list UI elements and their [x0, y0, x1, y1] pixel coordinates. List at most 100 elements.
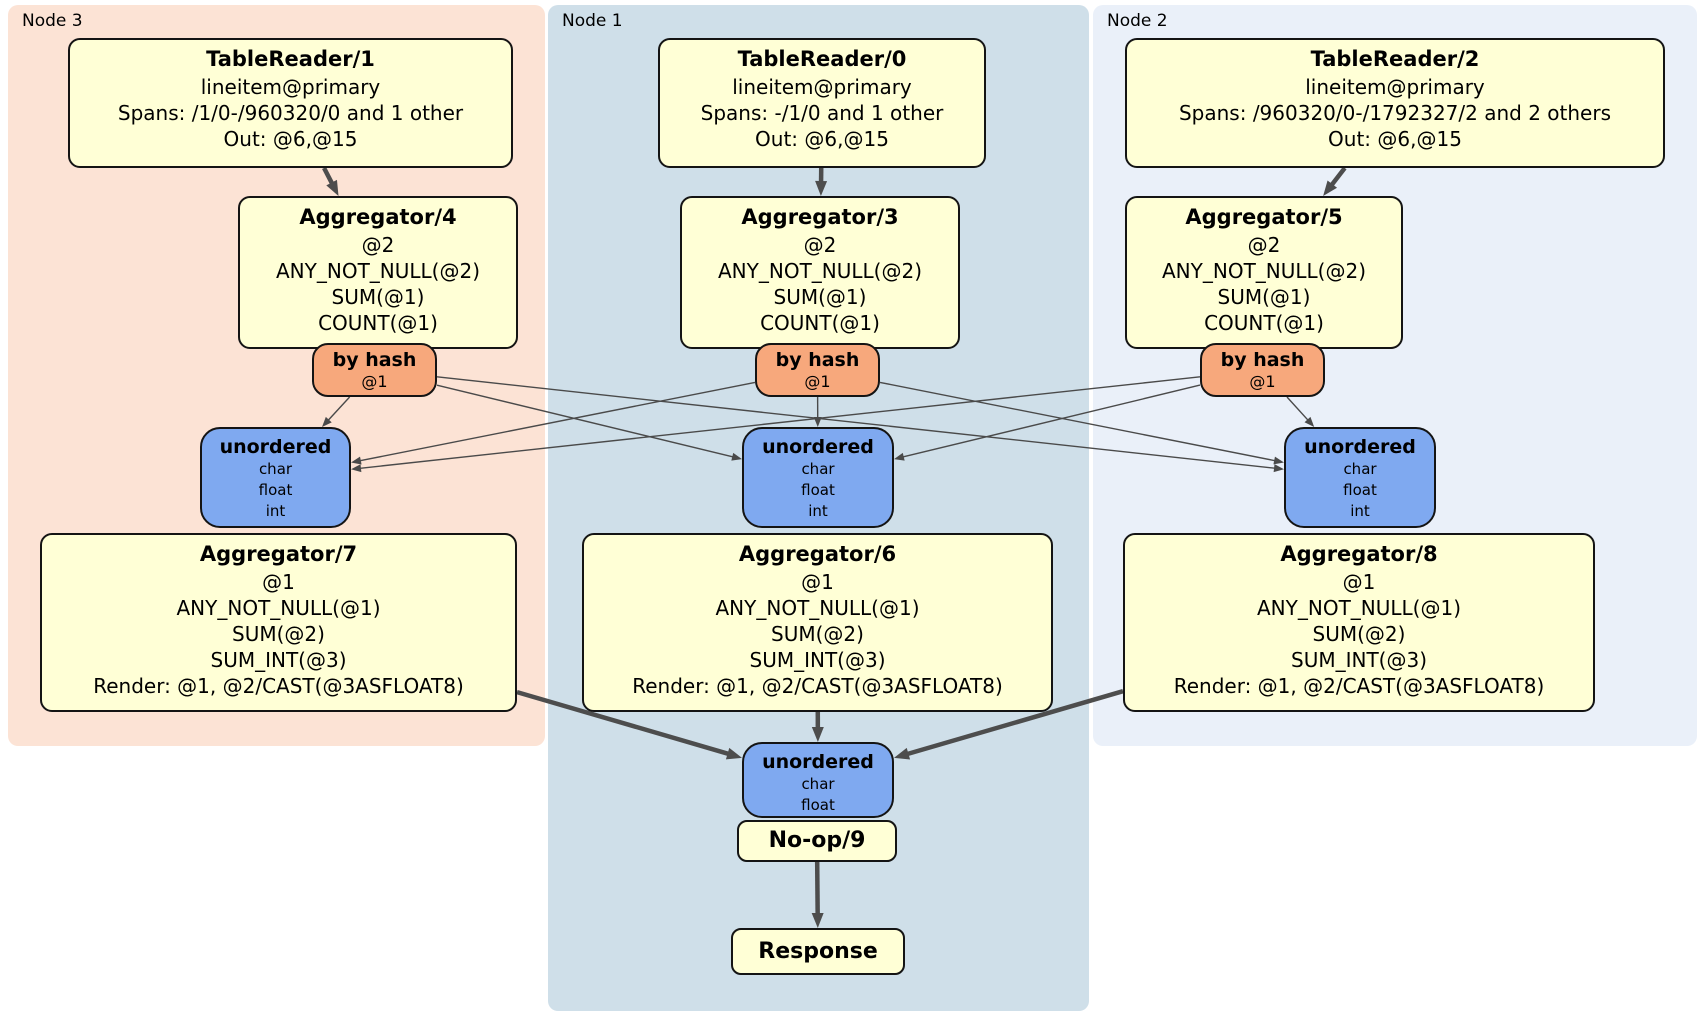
plan-node-response: Response	[731, 928, 905, 975]
plan-node-line: int	[1350, 502, 1370, 520]
plan-node-line: @2	[803, 233, 837, 257]
edge-aggregator-7-to-unordered-final	[516, 689, 731, 757]
plan-node-line: SUM(@2)	[771, 622, 864, 646]
plan-node-line: Spans: -/1/0 and 1 other	[700, 101, 944, 125]
plan-node-title: unordered	[762, 436, 874, 458]
plan-node-unordered-n1: unordered char float int	[742, 427, 894, 528]
plan-node-line: Render: @1, @2/CAST(@3ASFLOAT8)	[632, 674, 1003, 698]
plan-node-line: float	[801, 481, 835, 499]
plan-node-title: TableReader/2	[1310, 47, 1480, 71]
plan-node-line: COUNT(@1)	[1204, 311, 1324, 335]
plan-node-line: ANY_NOT_NULL(@1)	[176, 596, 381, 620]
plan-node-title: TableReader/1	[206, 47, 375, 71]
arrowhead-aggregator-7-to-unordered-final	[725, 747, 742, 760]
plan-node-line: Out: @6,@15	[223, 127, 358, 151]
plan-node-line: char	[801, 460, 835, 478]
edge-byhash-5-to-unordered-n3	[358, 376, 1201, 470]
edge-byhash-3-to-unordered-n2	[879, 381, 1277, 462]
plan-node-title: Aggregator/8	[1280, 542, 1438, 566]
plan-node-title: Aggregator/5	[1185, 205, 1343, 229]
region-label: Node 1	[562, 11, 623, 31]
plan-node-line: SUM(@2)	[232, 622, 325, 646]
plan-node-line: SUM_INT(@3)	[1291, 648, 1427, 672]
plan-node-line: ANY_NOT_NULL(@2)	[1162, 259, 1366, 283]
plan-node-title: Aggregator/7	[199, 542, 358, 566]
edge-byhash-4-to-unordered-n3	[326, 396, 351, 422]
plan-node-line: lineitem@primary	[1305, 75, 1485, 99]
plan-node-line: @1	[361, 372, 388, 391]
edge-tablereader-2-to-aggregator-5	[1329, 166, 1347, 188]
plan-node-byhash-4: by hash@1	[312, 343, 437, 397]
plan-node-byhash-3: by hash@1	[755, 343, 880, 397]
plan-node-line: Render: @1, @2/CAST(@3ASFLOAT8)	[1173, 674, 1545, 698]
plan-node-line: float	[801, 796, 835, 814]
plan-node-noop-9: No-op/9	[737, 820, 897, 862]
arrowhead-tablereader-2-to-aggregator-5	[1323, 180, 1338, 196]
plan-node-line: COUNT(@1)	[760, 311, 880, 335]
region-label: Node 3	[22, 11, 83, 31]
plan-node-line: @1	[1342, 570, 1376, 594]
plan-node-title: unordered	[1304, 436, 1416, 458]
arrowhead-byhash-4-to-unordered-n1	[731, 452, 742, 461]
plan-node-title: Response	[758, 938, 878, 964]
plan-node-line: SUM(@1)	[1217, 285, 1311, 309]
plan-node-line: ANY_NOT_NULL(@1)	[1257, 596, 1461, 620]
plan-node-line: @2	[361, 233, 395, 257]
plan-node-line: char	[258, 460, 293, 478]
plan-node-line: ANY_NOT_NULL(@2)	[276, 259, 480, 283]
plan-node-line: COUNT(@1)	[318, 311, 438, 335]
plan-node-line: SUM(@1)	[773, 285, 867, 309]
plan-node-line: @1	[801, 570, 834, 594]
plan-node-line: Spans: /960320/0-/1792327/2 and 2 others	[1178, 101, 1611, 125]
plan-node-line: Render: @1, @2/CAST(@3ASFLOAT8)	[93, 674, 464, 698]
plan-node-line: int	[808, 502, 828, 520]
arrowhead-byhash-5-to-unordered-n1	[894, 452, 905, 461]
plan-node-line: SUM_INT(@3)	[210, 648, 347, 672]
plan-node-title: by hash	[332, 349, 417, 371]
arrowhead-tablereader-0-to-aggregator-3	[815, 180, 828, 196]
arrowhead-byhash-3-to-unordered-n3	[351, 456, 362, 465]
plan-node-title: Aggregator/4	[299, 205, 457, 229]
plan-node-line: @1	[1249, 372, 1276, 391]
plan-node-line: ANY_NOT_NULL(@2)	[718, 259, 922, 283]
plan-node-title: by hash	[775, 349, 860, 371]
plan-node-line: Out: @6,@15	[755, 127, 889, 151]
edge-byhash-4-to-unordered-n2	[436, 376, 1277, 470]
edge-byhash-5-to-unordered-n1	[901, 384, 1201, 458]
plan-node-line: @1	[804, 372, 831, 391]
arrowhead-tablereader-1-to-aggregator-4	[326, 179, 339, 196]
plan-node-line: Out: @6,@15	[1328, 127, 1462, 151]
plan-node-line: lineitem@primary	[732, 75, 912, 99]
edge-byhash-3-to-unordered-n3	[358, 381, 756, 462]
arrowhead-byhash-3-to-unordered-n1	[813, 416, 822, 427]
plan-node-line: SUM(@1)	[331, 285, 425, 309]
arrowhead-noop-9-to-response	[811, 912, 824, 928]
plan-node-line: lineitem@primary	[200, 75, 381, 99]
plan-node-line: Spans: /1/0-/960320/0 and 1 other	[117, 101, 464, 125]
plan-node-title: Aggregator/3	[741, 205, 899, 229]
plan-node-line: @2	[1247, 233, 1281, 257]
arrowhead-byhash-5-to-unordered-n3	[351, 464, 362, 473]
arrowhead-byhash-4-to-unordered-n2	[1273, 464, 1284, 473]
plan-node-line: @1	[262, 570, 295, 594]
plan-node-line: char	[1343, 460, 1377, 478]
edge-byhash-4-to-unordered-n1	[436, 384, 735, 458]
arrowhead-aggregator-6-to-unordered-final	[811, 726, 824, 742]
arrowhead-byhash-5-to-unordered-n2	[1304, 416, 1315, 427]
plan-node-byhash-5: by hash@1	[1200, 343, 1325, 397]
plan-node-line: SUM(@2)	[1312, 622, 1406, 646]
region-label: Node 2	[1107, 11, 1168, 31]
plan-node-title: by hash	[1220, 349, 1305, 371]
plan-node-title: Aggregator/6	[738, 542, 897, 566]
